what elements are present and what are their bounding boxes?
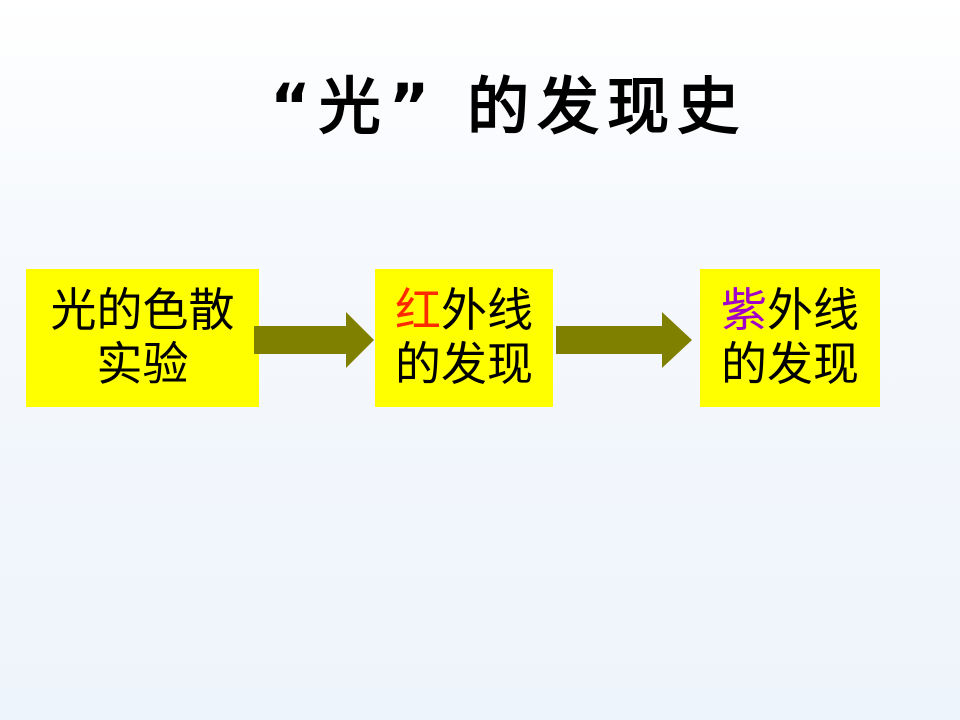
flow-arrow-1 — [254, 312, 374, 368]
flow-arrow-1-shape — [254, 312, 374, 368]
step-box-infrared-line2: 的发现 — [395, 337, 533, 391]
step-box-dispersion-line1: 光的色散 — [50, 283, 235, 337]
flow-arrow-2 — [556, 312, 692, 368]
step-box-dispersion: 光的色散 实验 — [26, 269, 259, 407]
step-box-ultraviolet-line2: 的发现 — [721, 337, 859, 391]
ultraviolet-rest-text: 外线 — [767, 283, 859, 337]
step-box-infrared-line1: 红外线 — [375, 283, 553, 337]
step-box-infrared: 红外线 的发现 — [375, 269, 553, 407]
infrared-rest-text: 外线 — [441, 283, 533, 337]
step-box-dispersion-line2: 实验 — [96, 337, 189, 391]
page-title: “光” 的发现史 — [270, 70, 748, 143]
step-box-ultraviolet: 紫外线 的发现 — [700, 269, 880, 407]
infrared-highlight-char: 红 — [395, 283, 441, 337]
ultraviolet-highlight-char: 紫 — [721, 283, 767, 337]
step-box-ultraviolet-line1: 紫外线 — [700, 283, 880, 337]
flow-arrow-2-shape — [556, 312, 692, 368]
